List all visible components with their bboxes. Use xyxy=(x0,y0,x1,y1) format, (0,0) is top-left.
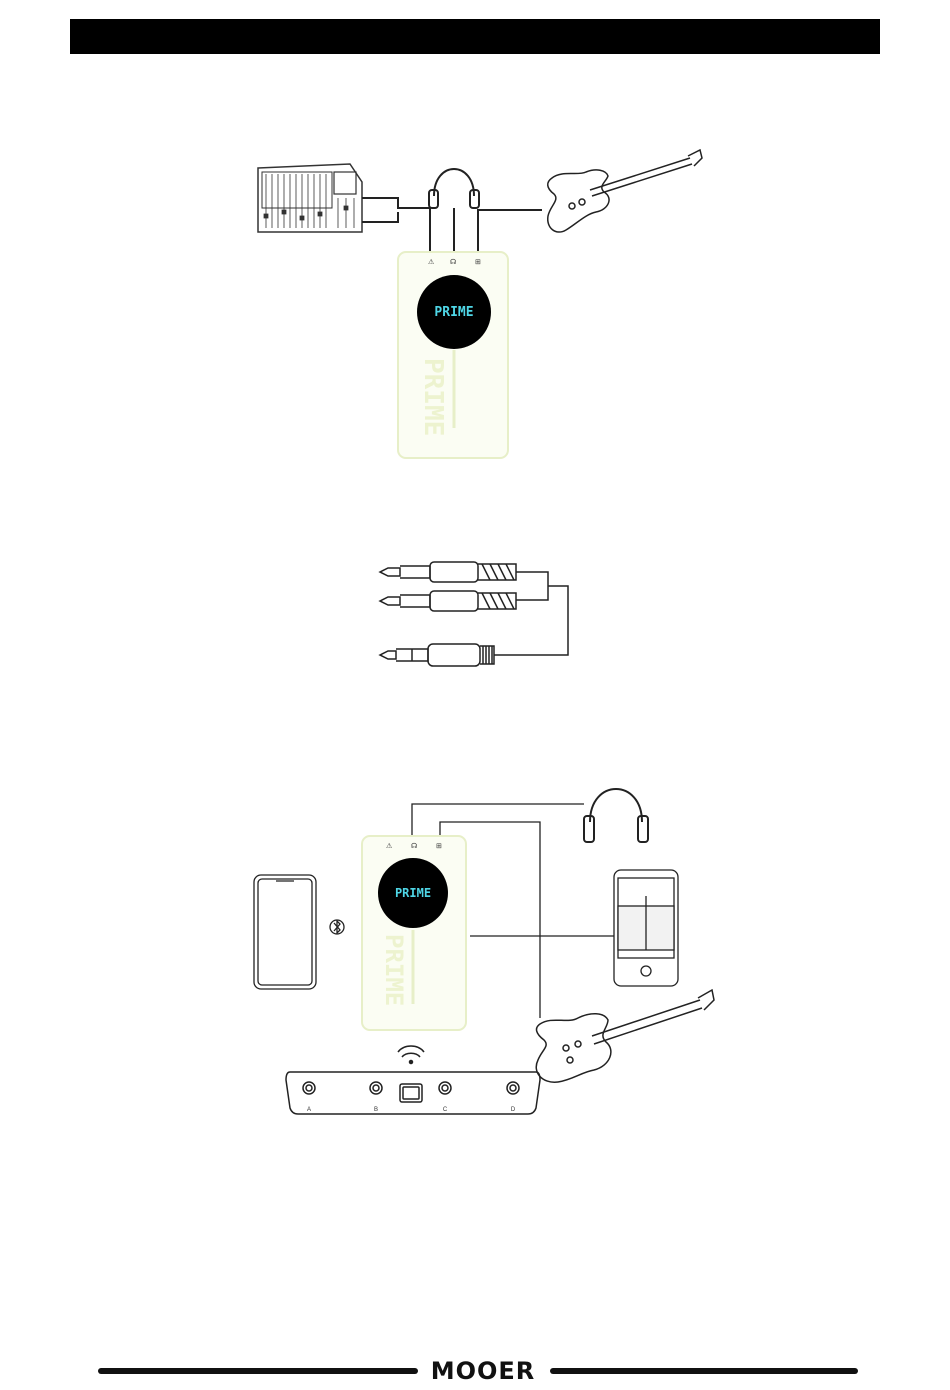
device-screen-text: PRIME xyxy=(434,305,473,320)
mono-jack-plug-2 xyxy=(380,591,516,611)
insert-cable-diagram xyxy=(0,550,950,670)
device-screen-text-2: PRIME xyxy=(395,886,431,900)
device-body-text-2: PRIME xyxy=(380,934,408,1006)
connection-diagram-mixer: ⚠ ☊ ⊞ PRIME PRIME xyxy=(0,140,950,470)
wireless-footswitch xyxy=(286,1072,540,1114)
headphones-icon xyxy=(429,169,479,252)
svg-text:☊: ☊ xyxy=(411,842,417,850)
smartphone-left-icon xyxy=(254,875,316,989)
footer-rule-right xyxy=(550,1368,858,1374)
footswitch-label-b: B xyxy=(374,1107,378,1113)
svg-text:⚠: ⚠ xyxy=(386,842,392,850)
device-body-text: PRIME xyxy=(418,358,448,436)
device-jack-labels: ⚠ xyxy=(428,258,434,266)
footer: MOOER xyxy=(0,1350,950,1390)
svg-text:☊: ☊ xyxy=(450,258,456,266)
prime-device: ⚠ ☊ ⊞ PRIME PRIME xyxy=(398,252,508,458)
electric-guitar-icon xyxy=(478,150,702,252)
electric-guitar-icon xyxy=(536,990,714,1082)
header-bar xyxy=(70,19,880,54)
bluetooth-icon xyxy=(330,920,344,934)
wireless-signal-icon xyxy=(398,1046,424,1064)
footswitch-label-a: A xyxy=(307,1107,311,1113)
prime-device: ⚠ ☊ ⊞ PRIME PRIME xyxy=(362,836,466,1030)
brand-logo: MOOER xyxy=(423,1357,543,1385)
wireless-setup-diagram: A B C D ⚠ ☊ ⊞ PRIME PRIME xyxy=(0,780,950,1120)
mixer-icon xyxy=(258,164,362,232)
footswitch-label-c: C xyxy=(443,1107,448,1113)
smartphone-right-icon xyxy=(614,870,678,986)
svg-text:⊞: ⊞ xyxy=(436,843,442,850)
footer-rule-left xyxy=(98,1368,418,1374)
headphones-icon xyxy=(584,789,648,842)
svg-text:⊞: ⊞ xyxy=(475,259,481,266)
footswitch-label-d: D xyxy=(511,1107,516,1113)
stereo-jack-plug xyxy=(380,586,568,666)
